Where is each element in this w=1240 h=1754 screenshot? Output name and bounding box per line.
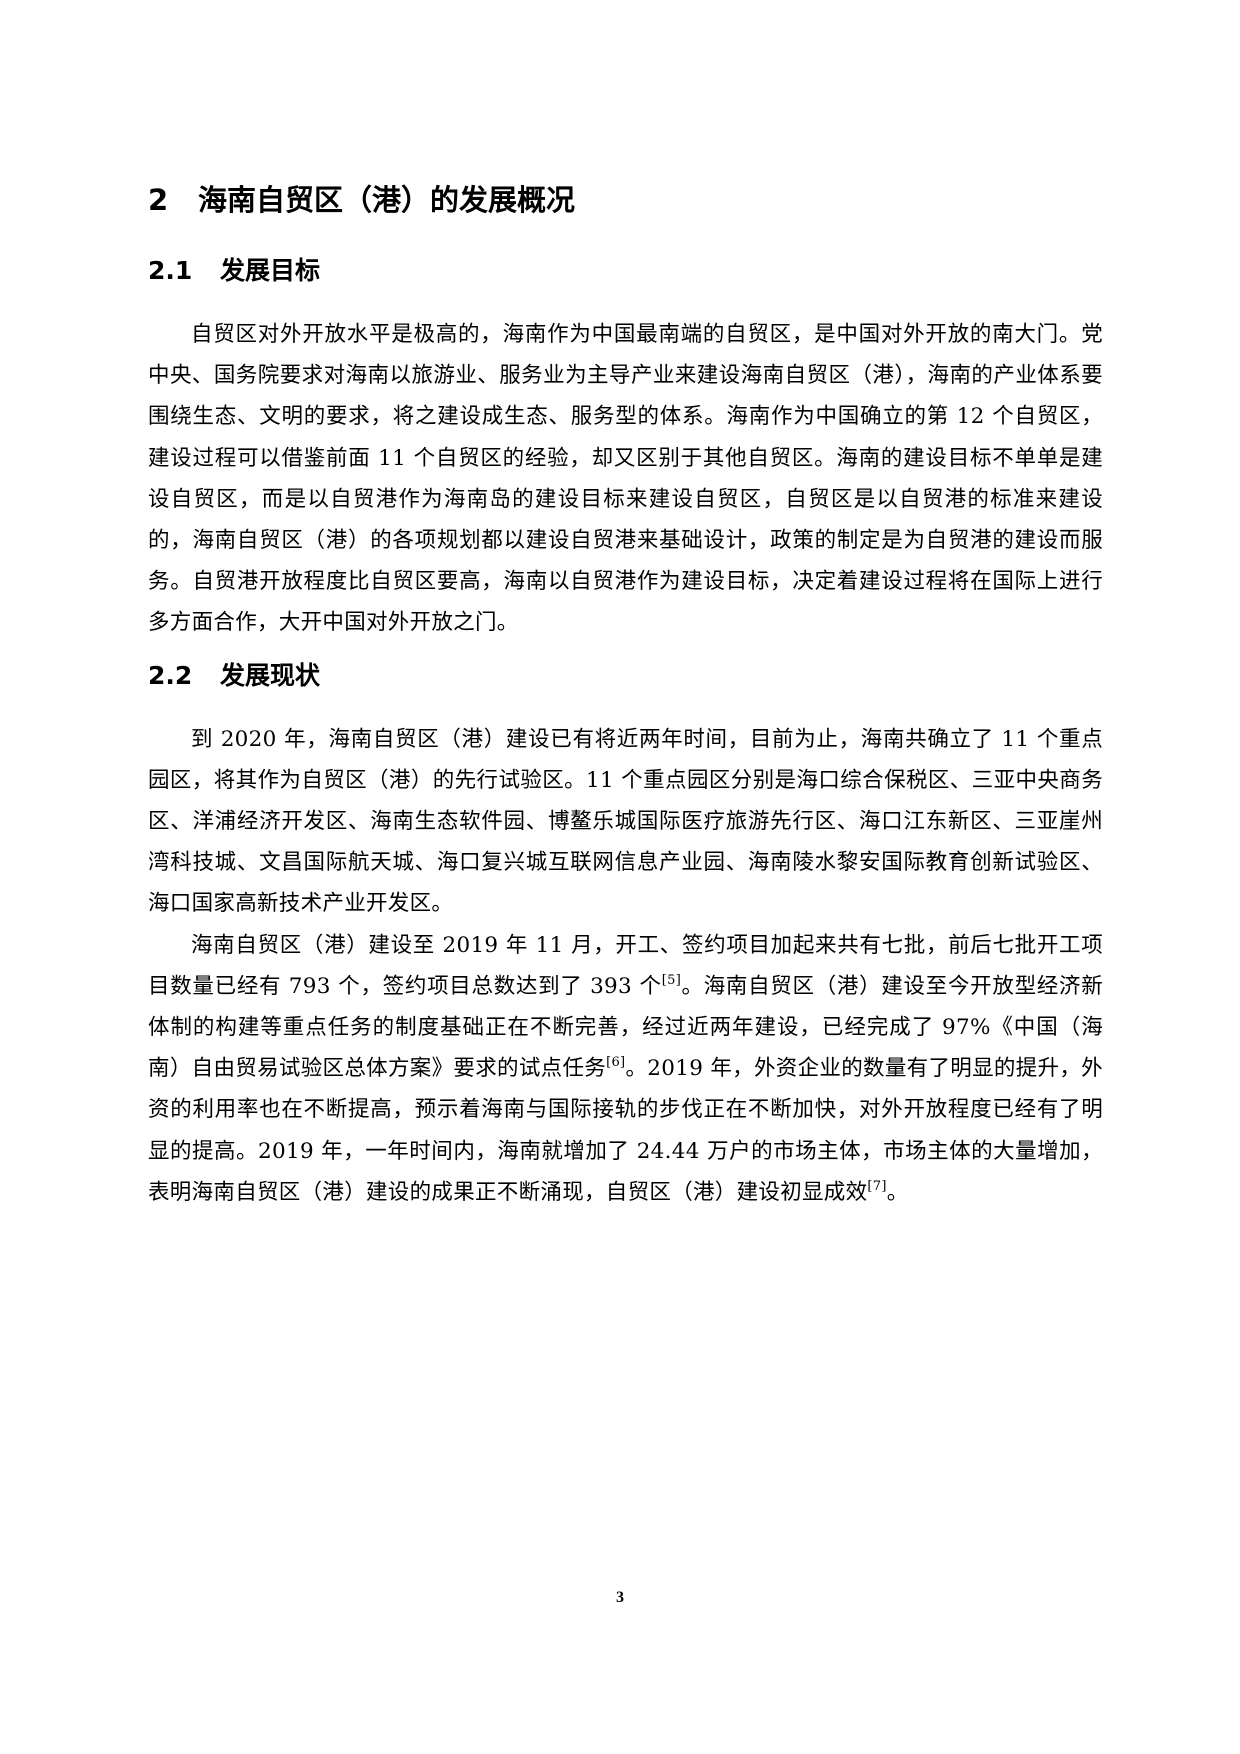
section-title: 发展目标 bbox=[220, 256, 321, 285]
section-heading-2-2: 2.2 发展现状 bbox=[148, 658, 1103, 694]
section-number: 2.2 bbox=[148, 660, 193, 690]
text-segment: 。2019 年，外资企业的数量有了明显的提升，外资的利用率也在不断提高，预示着海… bbox=[148, 1056, 1103, 1205]
paragraph-development-goals: 自贸区对外开放水平是极高的，海南作为中国最南端的自贸区，是中国对外开放的南大门。… bbox=[148, 322, 1103, 636]
chapter-number: 2 bbox=[148, 183, 169, 217]
section-heading-2-1: 2.1 发展目标 bbox=[148, 253, 1103, 289]
page-number: 3 bbox=[616, 1589, 624, 1606]
page-content: 2 海南自贸区（港）的发展概况 2.1 发展目标 自贸区对外开放水平是极高的，海南作… bbox=[148, 180, 1103, 1213]
text-segment: 。 bbox=[886, 1179, 909, 1205]
paragraph-key-parks: 到 2020 年，海南自贸区（港）建设已有将近两年时间，目前为止，海南共确立了 … bbox=[148, 726, 1103, 917]
section-title: 发展现状 bbox=[220, 660, 321, 690]
citation-7: [7] bbox=[867, 1178, 887, 1194]
text-segment: 。海南自贸区（港）建设至今开放型经济新体制的构建等重点任务的制度基础正在不断完善… bbox=[148, 973, 1103, 1082]
citation-6: [6] bbox=[606, 1055, 626, 1071]
citation-5: [5] bbox=[661, 972, 682, 988]
paragraph-project-progress: 海南自贸区（港）建设至 2019 年 11 月，开工、签约项目加起来共有七批，前… bbox=[148, 925, 1103, 1213]
chapter-heading: 2 海南自贸区（港）的发展概况 bbox=[148, 180, 1103, 220]
section-number: 2.1 bbox=[148, 256, 193, 285]
text-segment: 海南自贸区（港）建设至 2019 年 11 月，开工、签约项目加起来共有七批，前… bbox=[148, 932, 1103, 999]
chapter-title: 海南自贸区（港）的发展概况 bbox=[198, 183, 576, 217]
